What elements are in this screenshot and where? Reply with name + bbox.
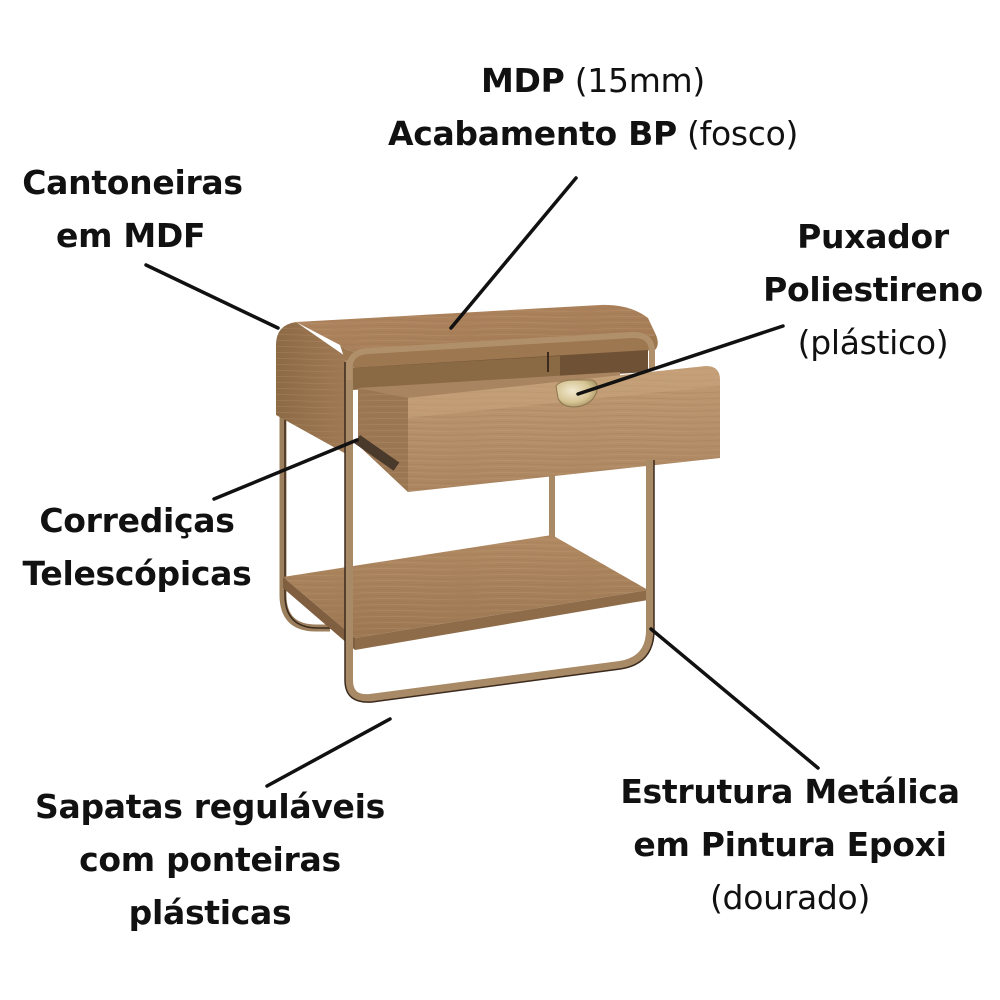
cantoneiras-line1: Cantoneiras [22,163,243,202]
finish-label: Acabamento BP [387,114,677,153]
callout-mdp-line2: Acabamento BP (fosco) [378,107,808,160]
callout-mdp-line1: MDP (15mm) [378,54,808,107]
estrutura-line1: Estrutura Metálica [620,772,960,811]
leader-line-puxador [576,324,785,396]
corredicas-line2: Telescópicas [22,554,252,593]
leader-line-mdp [449,176,578,330]
puxador-line1: Puxador [797,217,949,256]
callout-cantoneiras: Cantoneiras em MDF [10,156,255,262]
metal-frame-back [279,370,555,632]
callout-sapatas: Sapatas reguláveis com ponteiras plástic… [20,780,400,939]
telescopic-slide [354,435,400,471]
sapatas-line1: Sapatas reguláveis [35,787,385,826]
callout-puxador: Puxador Poliestireno (plástico) [758,210,988,369]
estrutura-line3: (dourado) [709,878,871,917]
mdp-material-label: MDP [481,61,565,100]
puxador-line2: Poliestireno [763,270,983,309]
callout-estrutura: Estrutura Metálica em Pintura Epoxi (dou… [612,765,968,924]
sapatas-line2: com ponteiras [79,840,341,879]
estrutura-line2: em Pintura Epoxi [633,825,947,864]
sapatas-line3: plásticas [128,893,292,932]
cantoneiras-line2: em MDF [56,216,206,255]
corredicas-line1: Corrediças [39,501,235,540]
leader-line-cantoneiras [144,263,280,330]
callout-mdp: MDP (15mm) Acabamento BP (fosco) [378,54,808,160]
mdp-thickness-label: (15mm) [564,61,706,100]
finish-type-label: (fosco) [676,114,799,153]
lower-shelf [283,535,648,650]
leader-lines [144,176,820,788]
leader-line-corredicas [212,438,359,501]
callout-corredicas: Corrediças Telescópicas [12,494,262,600]
puxador-line3: (plástico) [797,323,949,362]
drawer [354,366,720,492]
leader-line-estrutura [649,627,820,770]
leader-line-sapatas [265,717,392,788]
metal-frame-front [344,331,655,703]
top-cabinet [276,304,658,455]
